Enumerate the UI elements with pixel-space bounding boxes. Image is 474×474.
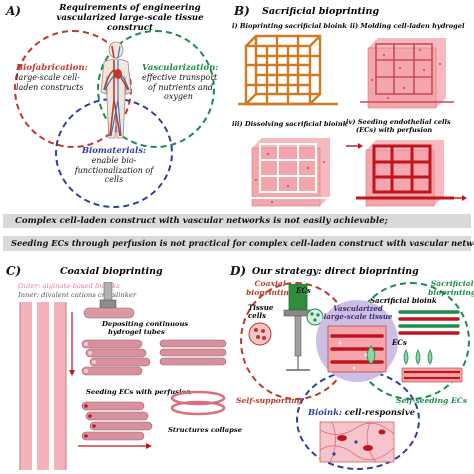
sacrificial-line2: bioprinting (428, 287, 474, 297)
dissolved-channels-cube-icon (242, 138, 338, 207)
coaxial-label: Coaxial bioprinting (246, 279, 295, 297)
panel-b-letter: B) (234, 4, 250, 18)
vascularization-text: Vascularization: effective transport of … (142, 63, 226, 102)
center-label: Vascularized large-scale tissue (318, 305, 398, 321)
cell-responsive-network-icon (319, 421, 395, 463)
self-seeding-label: Self-seeding ECs (396, 396, 468, 405)
panel-b-title: Sacrificial bioprinting (262, 6, 380, 17)
center-line1: Vascularized (333, 304, 383, 313)
ec-lined-channels-icon (401, 349, 463, 383)
seeding-label: Seeding ECs with perfusion (86, 388, 192, 396)
coaxial-line2: bioprinting (246, 287, 295, 297)
panel-a-title-line2: vascularized large-scale tissue construc… (56, 13, 204, 33)
perfused-tube-block-icon (78, 401, 153, 449)
banner-line1-box: Complex cell-laden construct with vascul… (3, 214, 471, 228)
biofabrication-text: Biofabrication: large-scale cell- laden … (16, 63, 90, 92)
panel-c-letter: C) (6, 264, 22, 278)
bioink-text: cell-responsive (344, 407, 416, 417)
horizontal-tube-layer-icon (159, 339, 227, 366)
human-vascular-body-icon (100, 41, 132, 139)
sacrificial-scaffold-icon (238, 34, 338, 106)
step3-label: iii) Dissolving sacrificial bioink (232, 120, 348, 128)
step4-label: iv) Seeding endothelial cells (ECs) with… (346, 118, 451, 134)
vascularization-heading: Vascularization: (142, 63, 219, 73)
panel-d-letter: D) (230, 264, 247, 278)
sacrificial-bioink-strands-icon (398, 310, 460, 335)
coaxial-nozzle-icon (19, 302, 75, 470)
biomaterials-text: Biomaterials: enable bio- functionalizat… (66, 146, 162, 185)
tissue-cell-cluster-icon (248, 322, 272, 346)
step2-label: ii) Molding cell-laden hydrogel (350, 22, 465, 30)
coaxial-line1: Coaxial (254, 279, 286, 288)
step4-line2: (ECs) with perfusion (356, 126, 433, 134)
ecs-right-label: ECs (392, 338, 407, 347)
perfused-ec-cube-icon (346, 140, 467, 207)
depositing-nozzle-icon (83, 282, 135, 319)
sacrificial-label: Sacrificial bioprinting (428, 279, 474, 297)
biofabrication-heading: Biofabrication: (16, 63, 88, 73)
molded-hydrogel-cube-icon (360, 38, 454, 109)
panel-a-title: Requirements of engineering vascularized… (40, 3, 220, 33)
collapse-label: Structures collapse (168, 426, 243, 434)
bioink-label: Bioink: cell-responsive (308, 407, 415, 417)
panel-a-title-line1: Requirements of engineering (59, 3, 201, 13)
hydrogel-tube-stack-icon (81, 339, 151, 376)
ecs-top-label: ECs (296, 286, 311, 295)
banner-line2: Seeding ECs through perfusion is not pra… (11, 238, 474, 248)
banner-line1: Complex cell-laden construct with vascul… (15, 216, 388, 226)
inner-crosslinker-label: Inner: divalent cations crosslinker (18, 291, 137, 299)
vascularization-line3: oxygen (164, 92, 193, 101)
biofabrication-line2: laden constructs (16, 82, 84, 92)
depositing-label: Depositing continuous hydrogel tubes (102, 320, 188, 336)
vascularization-line2: of nutrients and (148, 82, 214, 92)
panel-a-letter: A) (6, 4, 21, 18)
sacrificial-line1: Sacrificial (430, 279, 474, 288)
vascularized-construct-icon (327, 325, 387, 373)
step1-label: i) Bioprinting sacrificial bioink (232, 22, 347, 30)
outer-bioink-label: Outer: alginate-based bioinks (18, 282, 120, 290)
vascularization-line1: effective transport (142, 73, 218, 82)
panel-c-title: Coaxial bioprinting (60, 266, 163, 277)
center-line2: large-scale tissue (323, 312, 393, 321)
bioprinter-nozzle-icon (283, 284, 313, 371)
self-supporting-label: Self-supporting (236, 396, 303, 405)
collapsed-rings-icon (170, 390, 226, 416)
ecs-droplet-icon (366, 345, 376, 365)
panel-d-title: Our strategy: direct bioprinting (252, 266, 419, 277)
biomaterials-line2: functionalization of (74, 165, 154, 175)
depositing-line2: hydrogel tubes (108, 328, 165, 336)
biomaterials-line3: cells (104, 175, 124, 184)
tissue-cells-line2: cells (248, 311, 266, 320)
step4-line1: iv) Seeding endothelial cells (346, 118, 451, 126)
bioink-heading: Bioink: (308, 407, 343, 417)
biomaterials-line1: enable bio- (91, 156, 137, 165)
sacrificial-bioink-label: Sacrificial bioink (370, 296, 437, 305)
biomaterials-heading: Biomaterials: (81, 146, 147, 156)
tissue-cells-label: Tissue cells (248, 304, 273, 320)
tissue-cells-line1: Tissue (248, 303, 274, 312)
banner-line2-box: Seeding ECs through perfusion is not pra… (3, 236, 474, 251)
depositing-line1: Depositing continuous (102, 320, 189, 328)
biofabrication-line1: large-scale cell- (16, 73, 80, 82)
